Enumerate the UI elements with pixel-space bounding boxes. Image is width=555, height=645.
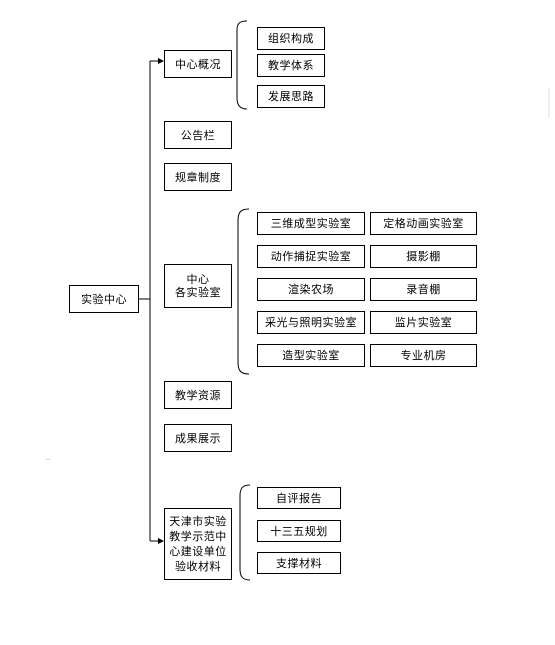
branch-acceptance-materials[interactable]: 天津市实验教学示范中心建设单位验收材料	[164, 508, 232, 580]
overview-item-teaching-system[interactable]: 教学体系	[257, 54, 325, 77]
acceptance-item-supporting-materials[interactable]: 支撑材料	[257, 552, 341, 574]
root-node-lab-center[interactable]: 实验中心	[69, 285, 139, 313]
overview-item-organization[interactable]: 组织构成	[257, 27, 325, 50]
lab-item-modeling[interactable]: 造型实验室	[257, 344, 365, 367]
branch-bulletin[interactable]: 公告栏	[164, 121, 232, 149]
overview-item-development[interactable]: 发展思路	[257, 85, 325, 108]
branch-labs[interactable]: 中心 各实验室	[164, 264, 232, 308]
branch-rules[interactable]: 规章制度	[164, 163, 232, 191]
lab-item-motion-capture[interactable]: 动作捕捉实验室	[257, 245, 365, 268]
lab-item-3d-forming[interactable]: 三维成型实验室	[257, 212, 365, 235]
lab-item-review-room[interactable]: 监片实验室	[370, 311, 477, 334]
lab-item-stop-motion[interactable]: 定格动画实验室	[370, 212, 477, 235]
lab-item-photo-studio[interactable]: 摄影棚	[370, 245, 477, 268]
branch-achievements[interactable]: 成果展示	[164, 424, 232, 452]
lab-item-render-farm[interactable]: 渲染农场	[257, 278, 365, 301]
lab-item-computer-room[interactable]: 专业机房	[370, 344, 477, 367]
acceptance-item-13th-five-year-plan[interactable]: 十三五规划	[257, 520, 341, 542]
lab-item-recording-studio[interactable]: 录音棚	[370, 278, 477, 301]
lab-item-lighting[interactable]: 采光与照明实验室	[257, 311, 365, 334]
branch-center-overview[interactable]: 中心概况	[164, 50, 232, 78]
edge-shadow	[548, 88, 550, 118]
acceptance-item-self-evaluation[interactable]: 自评报告	[257, 487, 341, 509]
branch-teaching-resources[interactable]: 教学资源	[164, 381, 232, 409]
stray-dash-mark	[46, 459, 50, 460]
